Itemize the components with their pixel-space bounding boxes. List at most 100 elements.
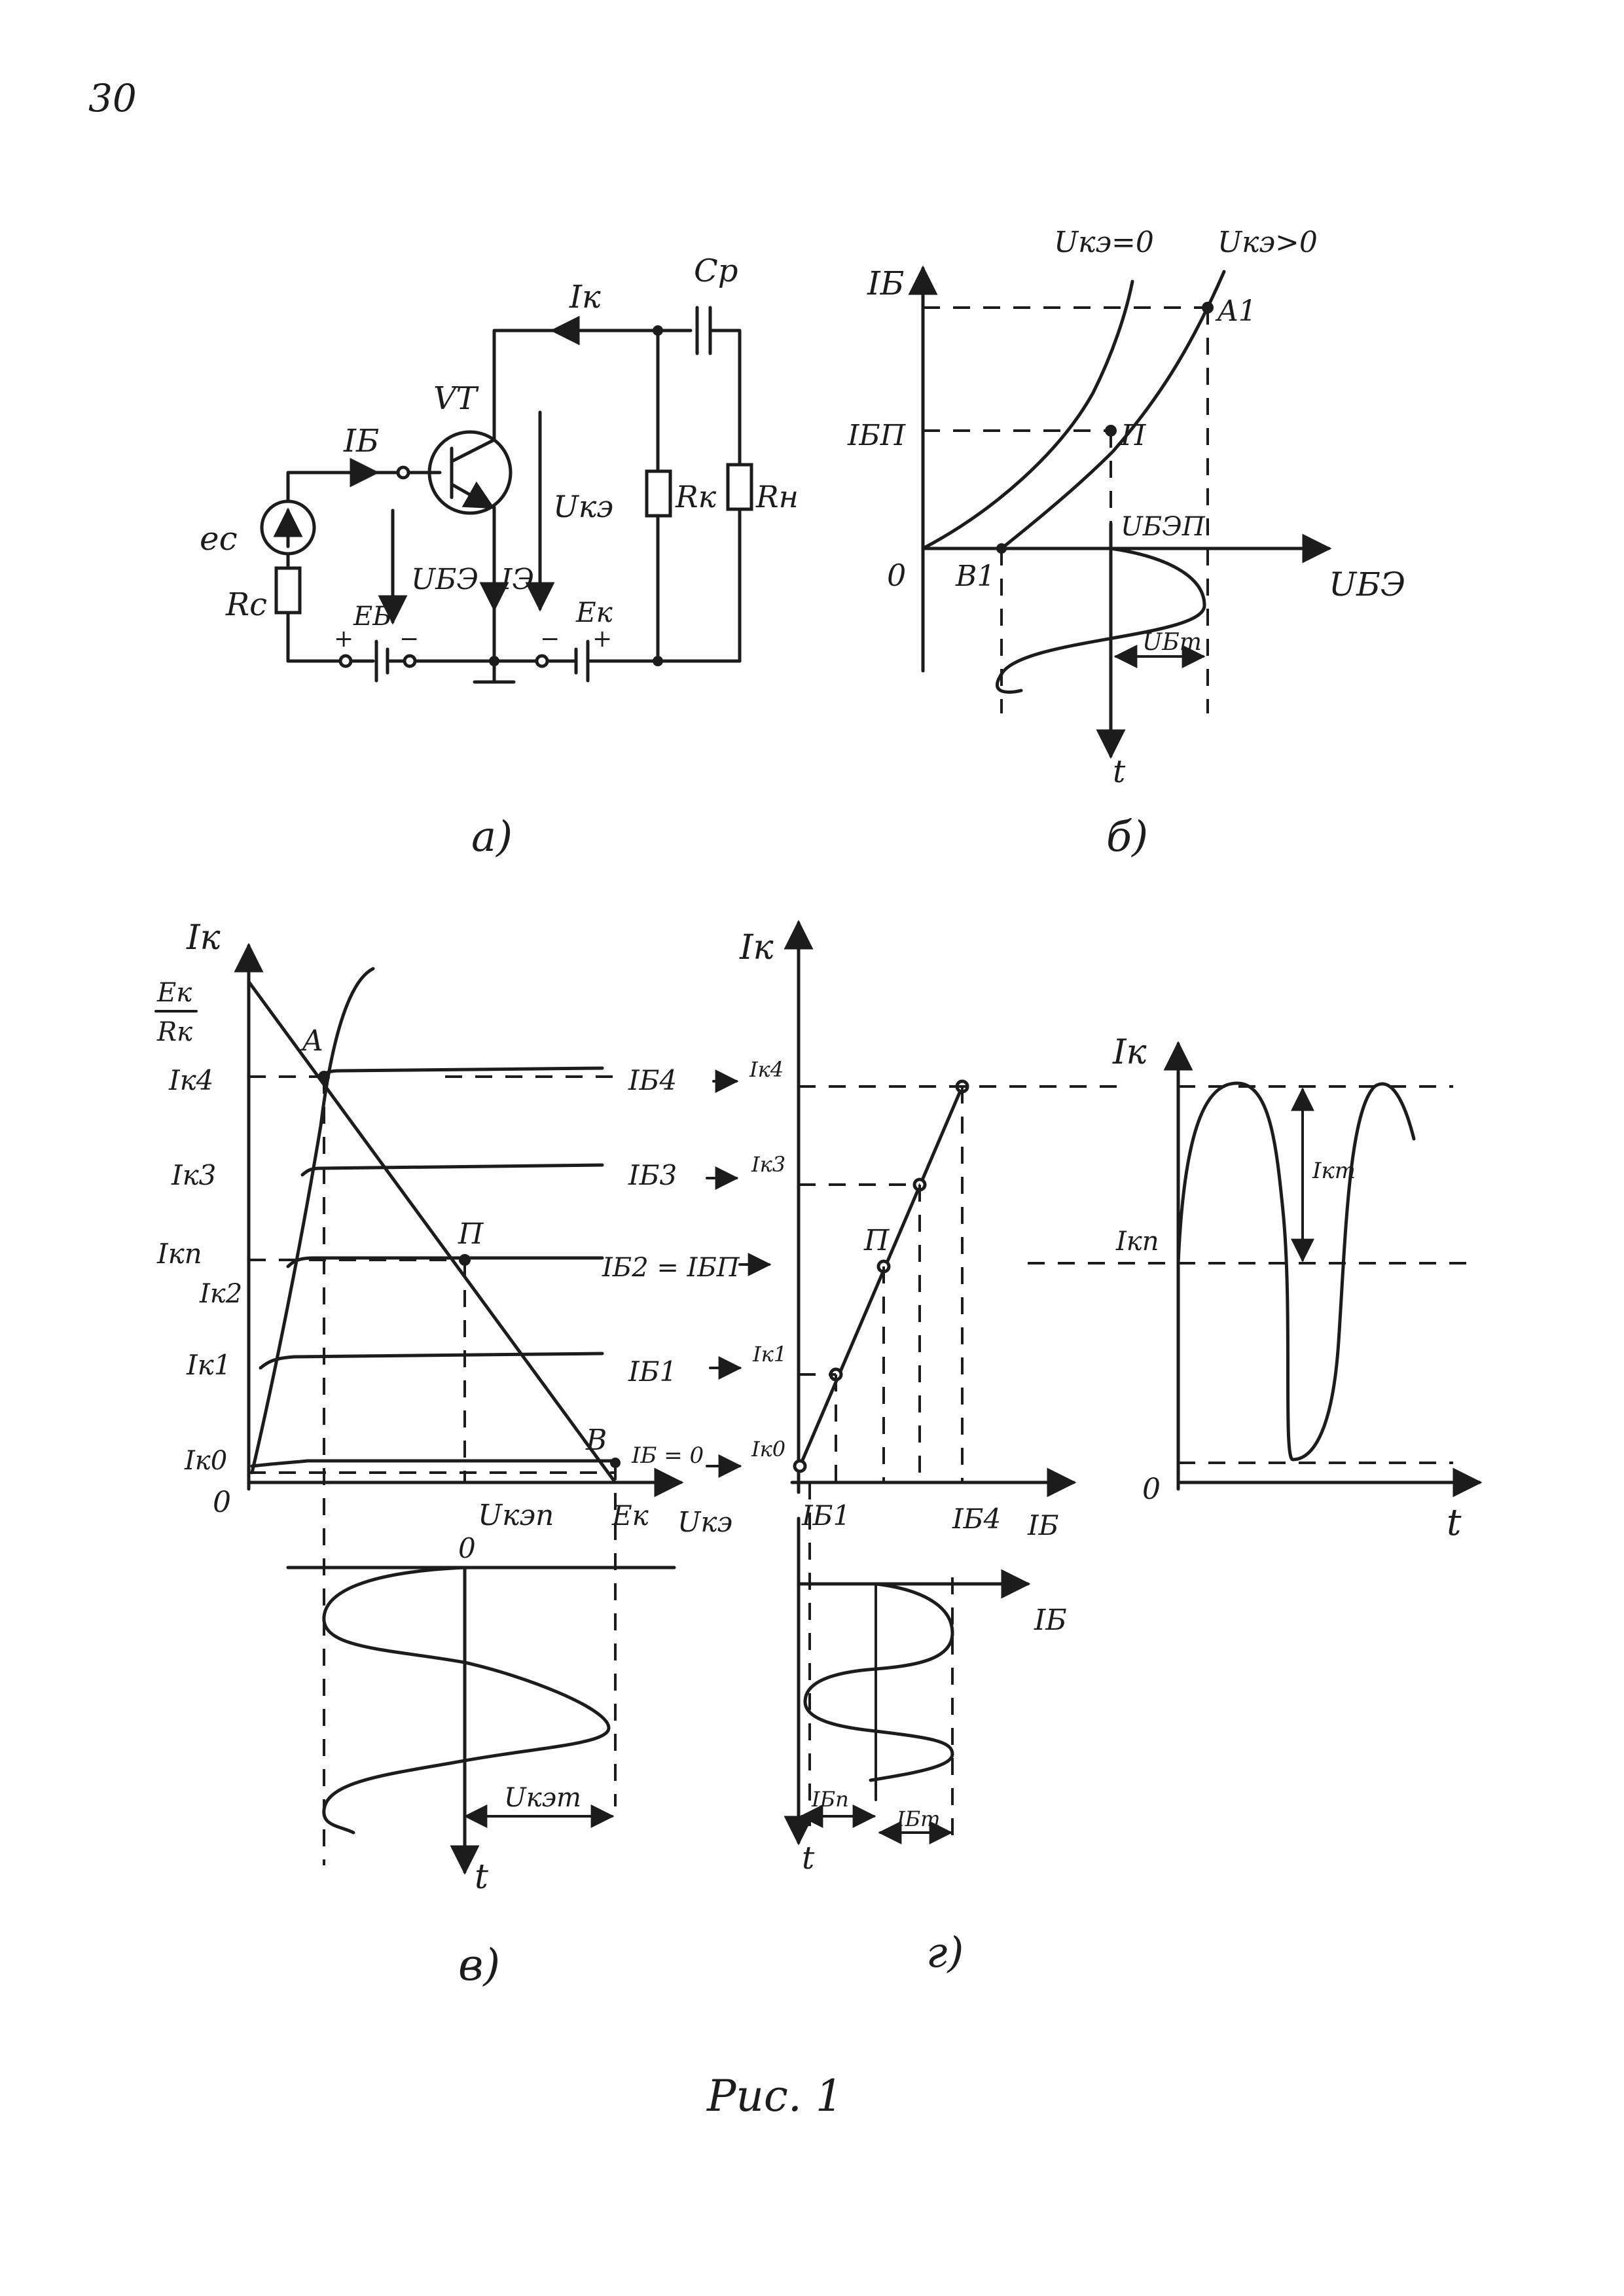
label-ik3: Iк3 (171, 1159, 216, 1191)
output-x-label: Uкэ (677, 1506, 732, 1538)
panel-label-g: г) (926, 1929, 964, 1977)
time-plot-t-label: t (1447, 1501, 1462, 1544)
label-vt: VT (433, 380, 479, 417)
point-label-p: П (1120, 419, 1147, 452)
label-ubm: UБm (1142, 629, 1202, 656)
point-label-a: A (300, 1024, 323, 1058)
label-ik4: Iк4 (168, 1064, 213, 1096)
label-ik4-t: Iк4 (749, 1057, 784, 1082)
label-rn: Rн (755, 479, 799, 514)
label-eb: EБ (353, 601, 392, 632)
label-ikm-time: Iкm (1312, 1158, 1356, 1184)
curve-label-uce-zero: Uкэ=0 (1054, 226, 1154, 259)
label-rc: Rc (225, 586, 267, 623)
collector-current-time-plot: Iк Iкп Iкm 0 t (1028, 1033, 1483, 1544)
point-label-p-t: П (863, 1224, 890, 1257)
transfer-y-label: Iк (739, 928, 774, 967)
label-ikp-time: Iкп (1115, 1227, 1159, 1257)
ib-sine-wave (803, 1582, 954, 1782)
input-x-label: UБЭ (1329, 565, 1405, 603)
label-ik2: Iк2 (199, 1279, 242, 1309)
panel-label-b: б) (1106, 813, 1148, 861)
label-ik1-t: Iк1 (752, 1342, 787, 1367)
panel-label-a: а) (471, 813, 513, 861)
panel-label-v: в) (458, 1940, 500, 1990)
ube-sine-wave (996, 547, 1206, 694)
label-ie: IЭ (500, 563, 534, 596)
label-ucem: Uкэm (504, 1783, 581, 1813)
label-ubep: UБЭП (1121, 512, 1206, 542)
collector-wire (492, 329, 660, 431)
time-plot-origin: 0 (1142, 1473, 1161, 1506)
ib-time-x-label: IБ (1034, 1604, 1067, 1637)
point-label-b: B (585, 1424, 607, 1457)
transistor-collector-lead (450, 438, 496, 463)
junction-dot (653, 325, 663, 336)
capacitor-output-wire (708, 329, 742, 467)
collector-resistor-rk (645, 469, 672, 518)
input-characteristic: IБ UБЭ 0 Uкэ=0 Uкэ>0 A1 B1 П IБП UБЭП UБ… (847, 226, 1405, 790)
curve-ib3 (300, 1163, 604, 1177)
sign-plus: + (592, 626, 612, 653)
base-wire (286, 471, 400, 503)
load-line (247, 980, 617, 1484)
point-ik0 (793, 1459, 807, 1473)
point-b1 (996, 543, 1007, 554)
label-rk: Rк (675, 479, 717, 514)
label-ik3-t: Iк3 (751, 1152, 785, 1177)
point-p (1105, 425, 1117, 437)
saturation-boundary (250, 967, 375, 1475)
output-y-label: Iк (186, 918, 221, 958)
transistor-emitter-arrow-icon (450, 481, 495, 509)
label-ik: Iк (569, 279, 601, 315)
ik-time-wave (1176, 1081, 1416, 1462)
label-ib4-t: IБ4 (952, 1503, 1001, 1535)
sign-minus: − (399, 626, 419, 653)
point-label-b1: B1 (955, 560, 995, 593)
transfer-curve (797, 1085, 964, 1471)
output-time-label: t (475, 1857, 488, 1897)
ratio-rk: Rк (156, 1017, 192, 1047)
input-origin: 0 (887, 558, 906, 593)
transfer-time-label: t (802, 1840, 815, 1876)
label-ik0-t: Iк0 (751, 1437, 785, 1462)
label-ikp: Iкп (156, 1238, 202, 1270)
label-ib0: IБ = 0 (631, 1443, 704, 1469)
label-cp: Cр (694, 253, 738, 289)
circuit-diagram: VT Iк Cр IБ ec Rc UБЭ Uкэ IЭ EБ Eк Rк Rн… (200, 253, 799, 684)
label-ibp: IБП (847, 419, 907, 452)
point-label-p: П (458, 1217, 484, 1251)
label-uce: Uкэ (553, 489, 613, 524)
label-ib4: IБ4 (628, 1064, 677, 1096)
curve-ib2 (286, 1256, 604, 1268)
label-ec: ec (200, 520, 238, 558)
label-ibp-t: IБп (811, 1787, 849, 1812)
output-characteristic: Iк Eк Rк Iк4 Iк3 Iкп Iк2 Iк1 Iк0 0 A П B… (154, 918, 772, 1897)
label-zero-o: 0 (458, 1532, 476, 1564)
label-ik0: Iк0 (184, 1446, 227, 1476)
sign-minus: − (540, 626, 560, 653)
source-resistor-rc (274, 566, 302, 615)
time-plot-y-label: Iк (1112, 1033, 1147, 1072)
label-ib: IБ (343, 423, 379, 459)
sign-plus: + (334, 626, 353, 653)
curve-uce-zero (921, 279, 1134, 550)
page-number: 30 (88, 76, 137, 120)
input-y-label: IБ (867, 264, 905, 302)
curve-label-uce-pos: Uкэ>0 (1218, 226, 1318, 259)
load-resistor-rn (726, 463, 753, 511)
ratio-ek: Eк (156, 978, 192, 1008)
curve-ib1 (259, 1352, 604, 1370)
label-ibm-t: IБm (896, 1806, 941, 1831)
transfer-x-label: IБ (1027, 1509, 1058, 1541)
label-ukep: Uкэп (478, 1499, 554, 1532)
label-ib1-t: IБ1 (801, 1499, 850, 1532)
label-ib3: IБ3 (628, 1159, 677, 1191)
transfer-characteristic: Iк Iк4 Iк3 Iк1 Iк0 П IБ1 IБ4 IБ IБ t IБп… (739, 920, 1126, 1876)
label-ib2: IБ2 = IБП (602, 1253, 740, 1283)
figure-caption: Рис. 1 (706, 2071, 843, 2121)
output-origin: 0 (213, 1486, 231, 1519)
label-ek: Eк (575, 596, 613, 628)
label-ib1: IБ1 (628, 1355, 677, 1388)
